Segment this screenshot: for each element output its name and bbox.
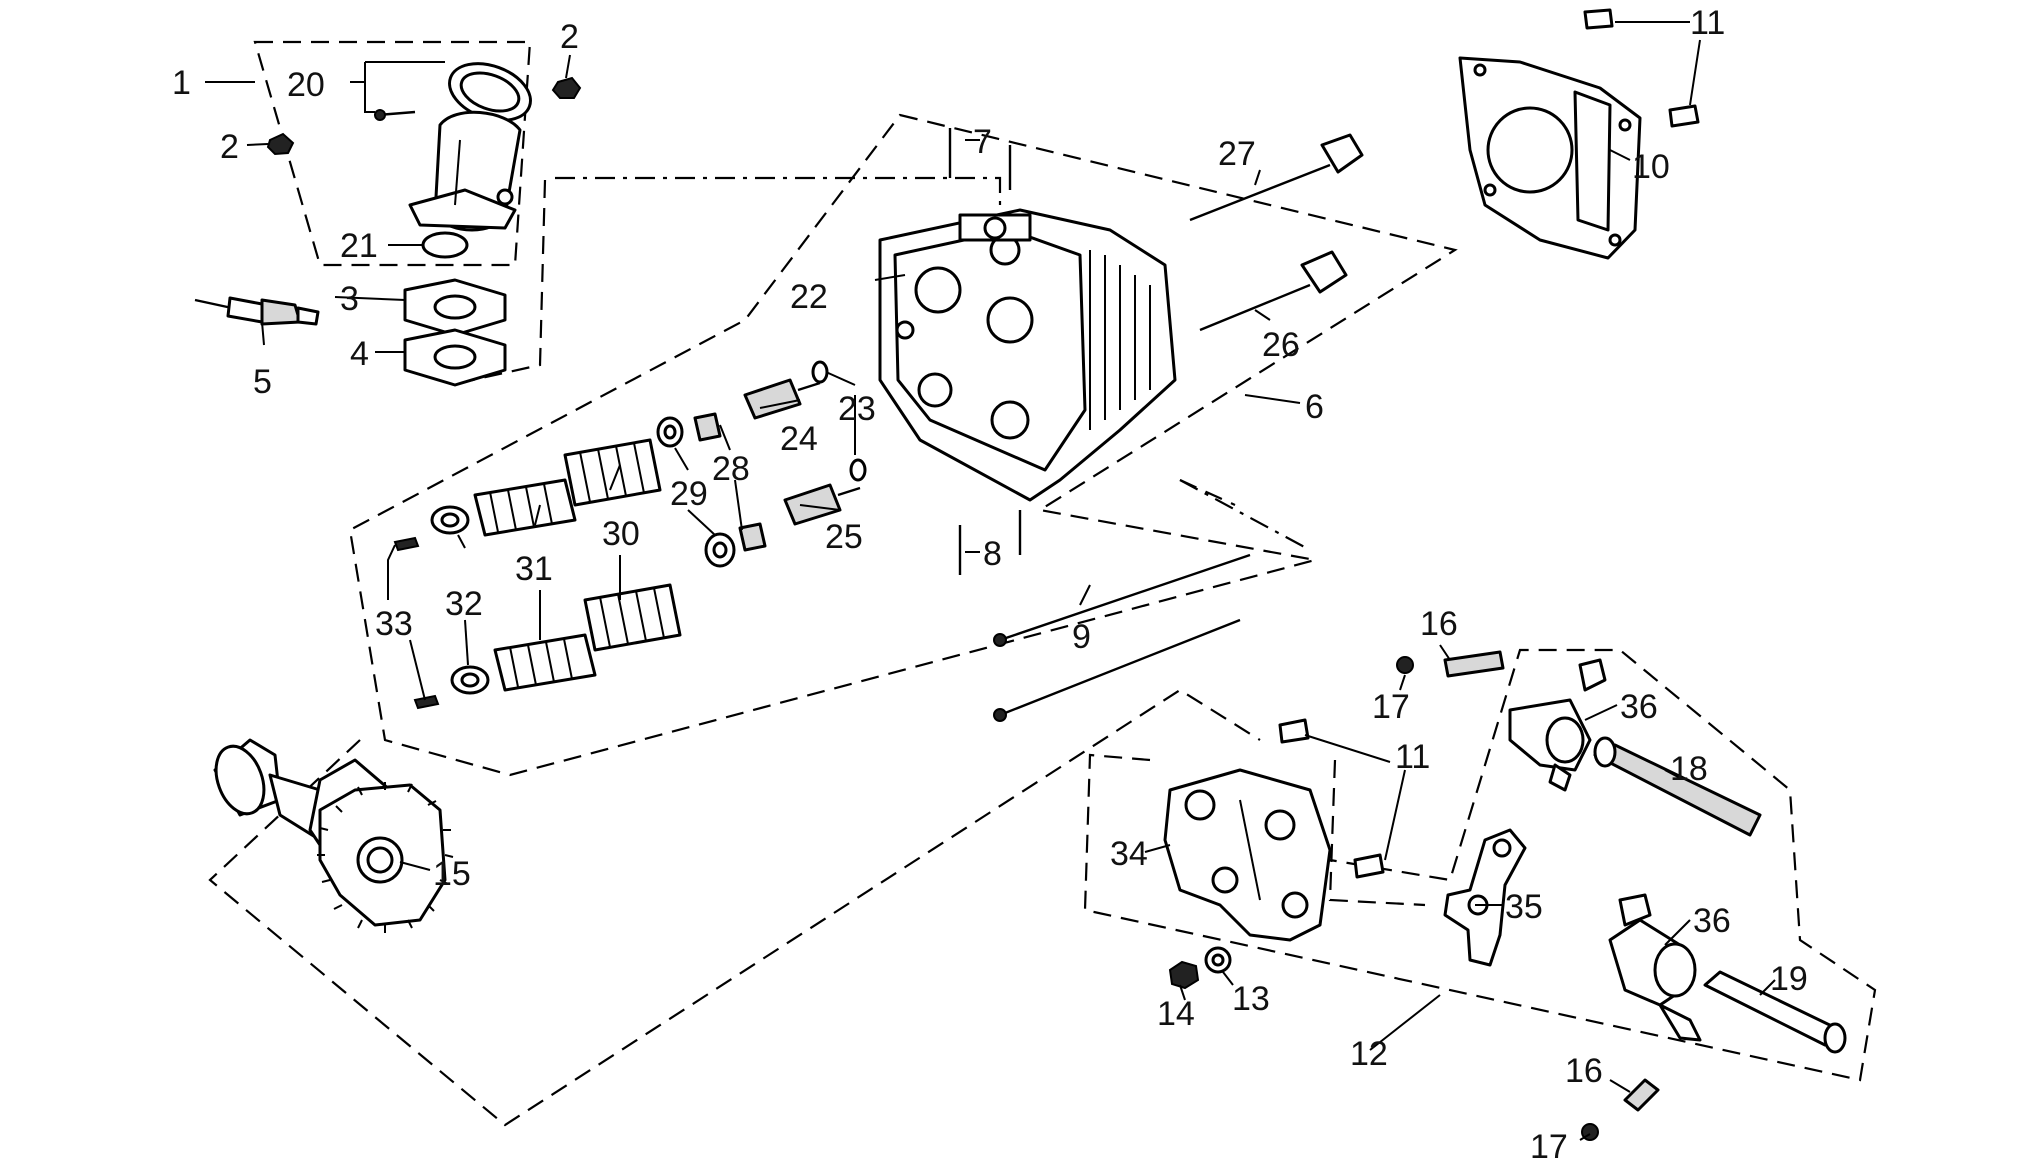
callout-21: 21 bbox=[340, 227, 378, 265]
callout-3: 3 bbox=[340, 280, 359, 318]
callout-10: 10 bbox=[1632, 148, 1670, 186]
group-boundaries bbox=[208, 40, 1877, 1127]
o-ring-part-21 bbox=[421, 231, 469, 259]
intake-pipe-part-1 bbox=[374, 62, 532, 232]
callout-16: 16 bbox=[1565, 1052, 1603, 1090]
callout-2: 2 bbox=[560, 18, 579, 56]
spark-plug-part-5 bbox=[194, 296, 320, 326]
callout-9: 9 bbox=[1072, 618, 1091, 656]
callout-12: 12 bbox=[1350, 1035, 1388, 1073]
callout-2: 2 bbox=[220, 128, 239, 166]
callout-23: 23 bbox=[838, 390, 876, 428]
washer-part-17 bbox=[1396, 656, 1599, 1141]
callout-27: 27 bbox=[1218, 135, 1256, 173]
valve-cotter-part-33 bbox=[393, 536, 440, 710]
rocker-shaft-part-18 bbox=[1593, 736, 1762, 837]
callout-11: 11 bbox=[1690, 4, 1725, 42]
gasket-part-4 bbox=[403, 328, 507, 387]
callout-31: 31 bbox=[515, 550, 553, 588]
nut-part-2-left bbox=[266, 132, 295, 156]
valve-stem-seal-part-28 bbox=[693, 412, 767, 552]
valve-part-26 bbox=[1199, 250, 1348, 332]
rocker-arm-part-36-lower bbox=[1608, 893, 1702, 1042]
rocker-arm-holder-part-34 bbox=[1163, 768, 1332, 942]
callout-36: 36 bbox=[1620, 688, 1658, 726]
spring-retainer-part-32 bbox=[430, 505, 490, 695]
callout-29: 29 bbox=[670, 475, 708, 513]
callout-30: 30 bbox=[602, 515, 640, 553]
rocker-arm-part-36-upper bbox=[1508, 658, 1607, 792]
callout-34: 34 bbox=[1110, 835, 1148, 873]
callout-14: 14 bbox=[1157, 995, 1195, 1033]
callout-7: 7 bbox=[973, 123, 992, 161]
callout-4: 4 bbox=[350, 335, 369, 373]
callout-labels: 1 2 2 3 4 5 6 7 8 9 10 11 11 12 13 14 15… bbox=[172, 4, 1808, 1158]
stud-bolt-part-9 bbox=[993, 553, 1251, 722]
callout-28: 28 bbox=[712, 450, 750, 488]
leader-lines bbox=[205, 21, 1776, 1141]
outer-spring-part-30 bbox=[563, 438, 682, 652]
callout-6: 6 bbox=[1305, 388, 1324, 426]
nut-part-2-top bbox=[551, 76, 582, 99]
callout-17: 17 bbox=[1372, 688, 1410, 726]
valve-guide-part-24 bbox=[743, 378, 821, 420]
gasket-part-10 bbox=[1458, 56, 1642, 260]
callout-18: 18 bbox=[1670, 750, 1708, 788]
callout-5: 5 bbox=[253, 363, 272, 401]
callout-26: 26 bbox=[1262, 326, 1300, 364]
rocker-shaft-part-19 bbox=[1703, 970, 1847, 1054]
callout-1: 1 bbox=[172, 64, 191, 102]
gasket-part-3 bbox=[403, 278, 507, 337]
callout-16: 16 bbox=[1420, 605, 1458, 643]
callout-19: 19 bbox=[1770, 960, 1808, 998]
cylinder-head-part-22 bbox=[878, 208, 1177, 502]
callout-22: 22 bbox=[790, 278, 828, 316]
valve-part-27 bbox=[1189, 133, 1364, 222]
callout-11: 11 bbox=[1395, 738, 1430, 776]
camshaft-part-15 bbox=[213, 738, 454, 933]
nut-part-14 bbox=[1168, 960, 1200, 990]
callout-17: 17 bbox=[1530, 1128, 1568, 1158]
callout-32: 32 bbox=[445, 585, 483, 623]
callout-24: 24 bbox=[780, 420, 818, 458]
callout-15: 15 bbox=[433, 855, 471, 893]
inner-spring-part-31 bbox=[473, 478, 597, 692]
washer-part-13 bbox=[1204, 946, 1232, 974]
bolt-part-16 bbox=[1443, 650, 1660, 1112]
callout-20: 20 bbox=[287, 66, 325, 104]
spring-seat-part-29 bbox=[656, 416, 736, 568]
stud-bolt-part-8 bbox=[958, 510, 1022, 575]
callout-25: 25 bbox=[825, 518, 863, 556]
stud-bolt-part-7 bbox=[948, 128, 1012, 190]
callout-35: 35 bbox=[1505, 888, 1543, 926]
rocker-arm-part-35 bbox=[1443, 828, 1527, 967]
dowel-pin-part-11 bbox=[1278, 8, 1700, 879]
callout-36: 36 bbox=[1693, 902, 1731, 940]
callout-33: 33 bbox=[375, 605, 413, 643]
callout-8: 8 bbox=[983, 535, 1002, 573]
callout-13: 13 bbox=[1232, 980, 1270, 1018]
